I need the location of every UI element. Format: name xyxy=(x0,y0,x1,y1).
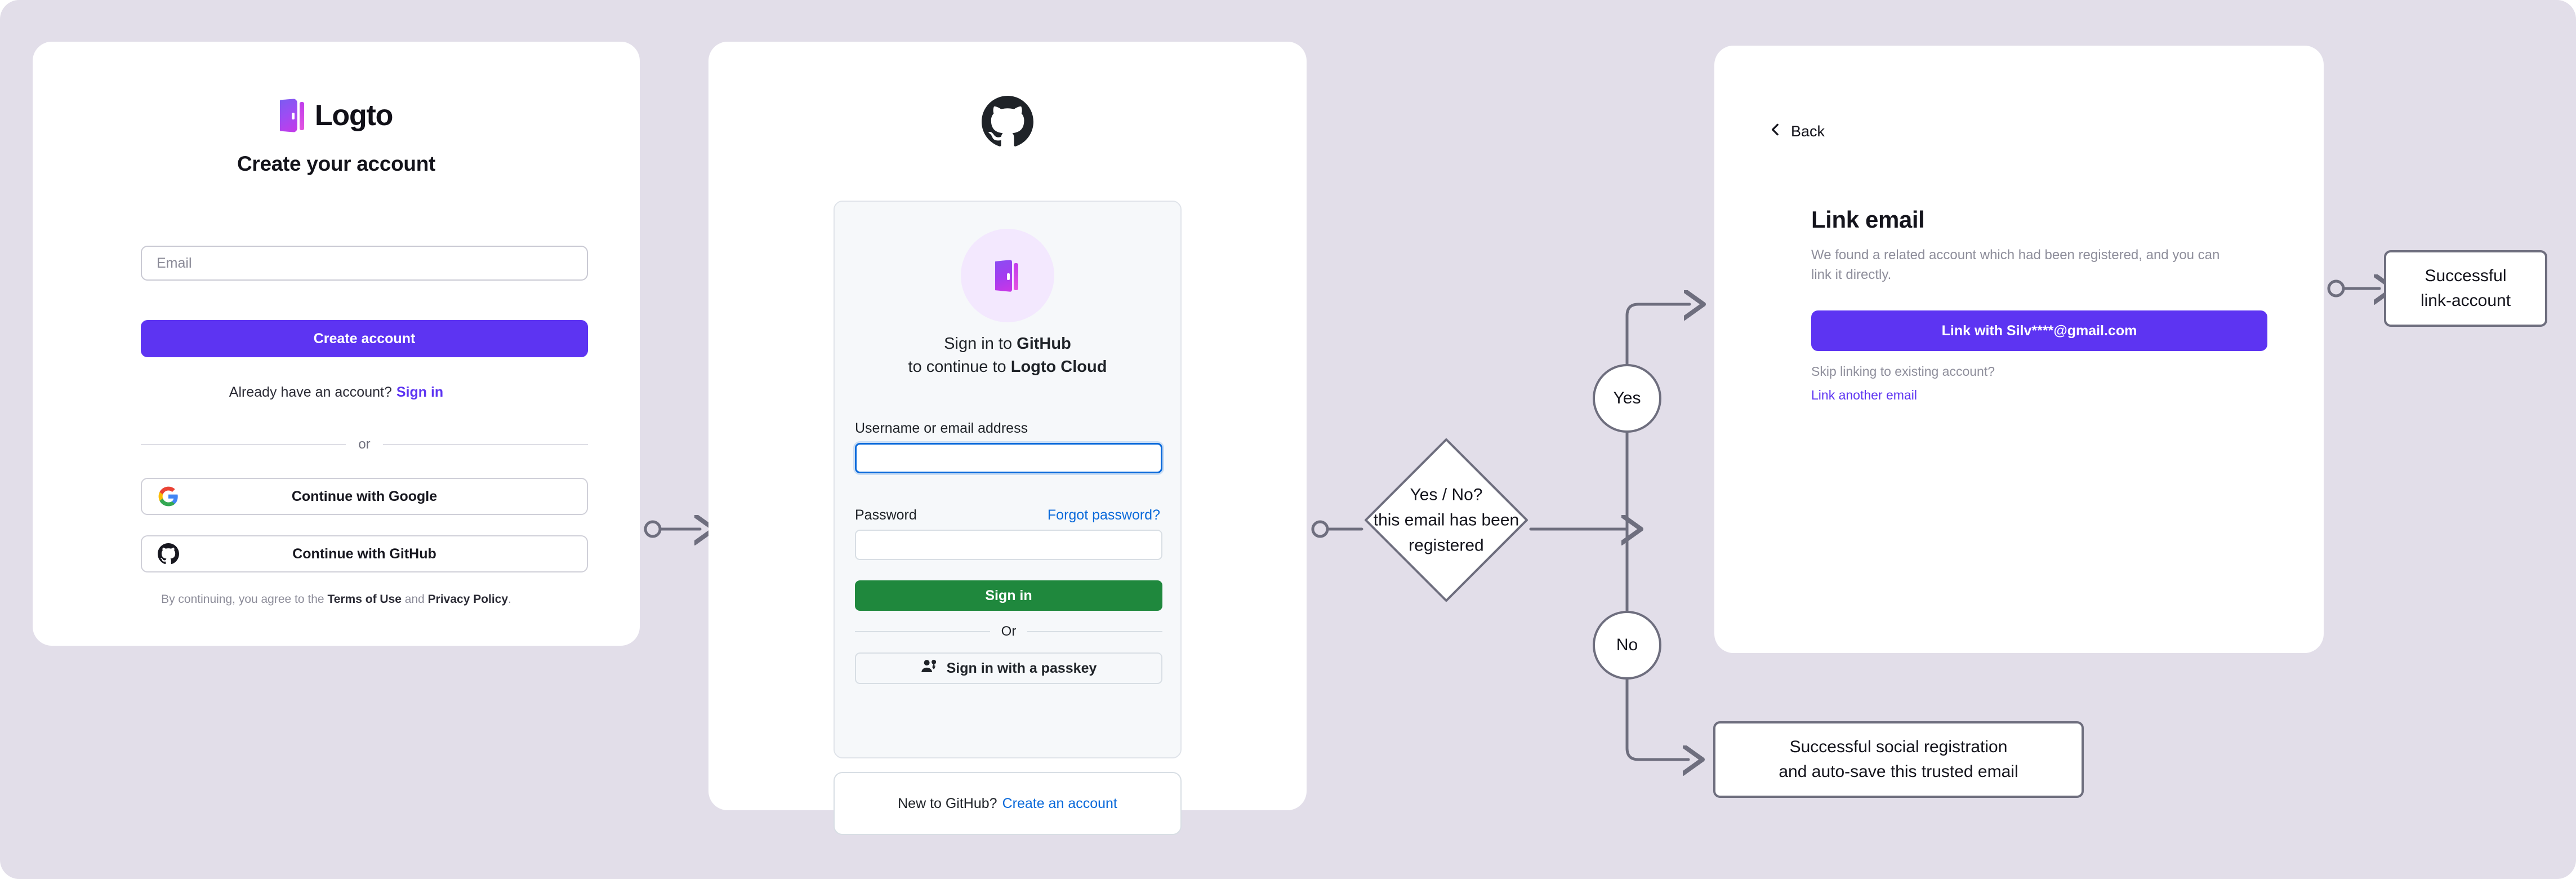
legal-and: and xyxy=(401,593,428,606)
github-signin-panel: Sign in to GitHub to continue to Logto C… xyxy=(834,201,1182,758)
new-to-github-text: New to GitHub? xyxy=(898,795,997,811)
divider-label: or xyxy=(358,437,371,452)
result-social-line-1: Successful social registration xyxy=(1789,737,2008,756)
create-an-account-link[interactable]: Create an account xyxy=(1002,795,1117,811)
new-to-github-box: New to GitHub? Create an account xyxy=(834,772,1182,835)
app-logo-avatar xyxy=(961,229,1054,322)
logto-door-icon xyxy=(279,98,306,133)
legal-prefix: By continuing, you agree to the xyxy=(161,593,328,606)
decision-node: Yes / No? this email has been registered xyxy=(1366,440,1527,601)
brand-wordmark: Logto xyxy=(314,99,394,132)
divider-line-left xyxy=(855,631,990,632)
passkey-signin-button[interactable]: Sign in with a passkey xyxy=(855,652,1162,684)
legal-text: By continuing, you agree to the Terms of… xyxy=(33,593,640,606)
decision-line-1: Yes / No? xyxy=(1410,485,1483,504)
divider-line-right xyxy=(382,444,588,445)
skip-linking-text: Skip linking to existing account? xyxy=(1811,364,1995,379)
divider-label: Or xyxy=(1001,624,1017,639)
password-label: Password xyxy=(855,507,917,523)
continue-with-google-button[interactable]: Continue with Google xyxy=(141,478,588,515)
page-description: We found a related account which had bee… xyxy=(1811,247,2220,282)
continue-with-github-button[interactable]: Continue with GitHub xyxy=(141,535,588,572)
heading-line1-prefix: Sign in to xyxy=(944,335,1017,353)
logto-brand: Logto xyxy=(33,98,640,133)
divider-or: or xyxy=(141,436,588,453)
branch-yes-node: Yes xyxy=(1593,364,1661,433)
divider-line-left xyxy=(141,444,346,445)
back-label: Back xyxy=(1791,123,1825,140)
privacy-policy-link[interactable]: Privacy Policy xyxy=(427,593,509,606)
passkey-button-label: Sign in with a passkey xyxy=(946,660,1097,676)
email-input[interactable]: Email xyxy=(141,246,588,281)
divider-line-right xyxy=(1027,631,1163,632)
signin-heading: Sign in to GitHub to continue to Logto C… xyxy=(835,332,1180,379)
result-social-registration-node: Successful social registration and auto-… xyxy=(1713,721,2084,798)
github-button-label: Continue with GitHub xyxy=(292,545,436,562)
link-another-email-link[interactable]: Link another email xyxy=(1811,388,1917,402)
decision-label: Yes / No? this email has been registered xyxy=(1332,482,1561,558)
branch-no-node: No xyxy=(1593,611,1661,680)
username-input[interactable] xyxy=(855,443,1162,473)
forgot-password-link[interactable]: Forgot password? xyxy=(1047,507,1160,523)
logto-signup-card: Logto Create your account Email Create a… xyxy=(33,42,640,646)
google-icon xyxy=(158,486,179,507)
person-key-icon xyxy=(921,658,938,679)
google-button-label: Continue with Google xyxy=(291,488,438,504)
have-account-text: Already have an account? xyxy=(229,384,392,400)
sign-in-button[interactable]: Sign in xyxy=(855,580,1162,611)
page-title: Link email xyxy=(1811,206,1925,233)
heading-line2-strong: Logto Cloud xyxy=(1010,358,1107,376)
github-icon xyxy=(982,96,1033,148)
link-email-card: Back Link email We found a related accou… xyxy=(1714,46,2324,653)
logto-door-icon xyxy=(995,259,1020,292)
link-with-email-button[interactable]: Link with Silv****@gmail.com xyxy=(1811,310,2267,351)
create-account-button[interactable]: Create account xyxy=(141,320,588,357)
result-link-account-node: Successful link-account xyxy=(2384,250,2547,327)
decision-line-2: this email has been xyxy=(1373,510,1519,530)
heading-line1-strong: GitHub xyxy=(1017,335,1071,353)
have-account-row: Already have an account?Sign in xyxy=(33,384,640,401)
email-placeholder: Email xyxy=(157,255,192,271)
username-label: Username or email address xyxy=(855,420,1028,436)
sign-in-link[interactable]: Sign in xyxy=(396,384,444,400)
result-social-line-2: and auto-save this trusted email xyxy=(1779,762,2018,781)
divider-or: Or xyxy=(855,623,1163,640)
github-icon xyxy=(158,543,179,565)
result-link-line-2: link-account xyxy=(2420,291,2511,310)
result-link-line-1: Successful xyxy=(2425,266,2507,285)
github-signin-card: Sign in to GitHub to continue to Logto C… xyxy=(708,42,1307,835)
password-input[interactable] xyxy=(855,530,1162,560)
decision-line-3: registered xyxy=(1409,536,1484,555)
page-title: Create your account xyxy=(237,152,436,175)
back-button[interactable]: Back xyxy=(1768,122,1825,141)
heading-line2-prefix: to continue to xyxy=(908,358,1011,376)
terms-of-use-link[interactable]: Terms of Use xyxy=(327,593,402,606)
chevron-left-icon xyxy=(1768,122,1783,141)
legal-suffix: . xyxy=(508,593,511,606)
